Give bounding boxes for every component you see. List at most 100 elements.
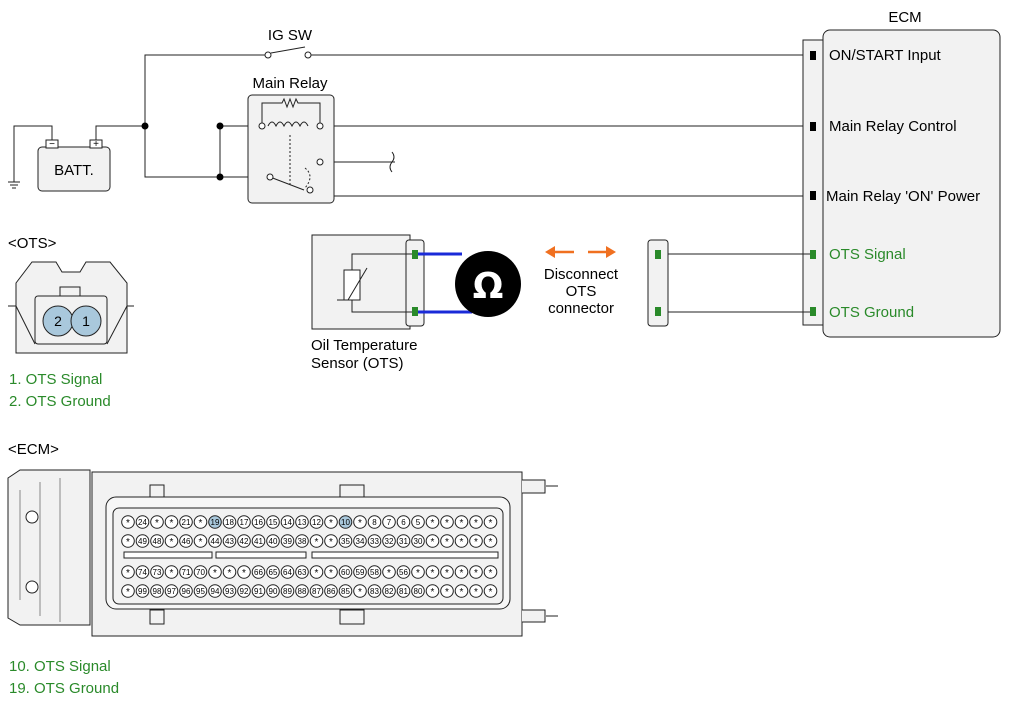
ecm-pin-unused <box>469 584 483 598</box>
disconnect-arrows-icon <box>545 246 616 258</box>
ecm-pin-label: 19 <box>211 518 220 527</box>
ecm-pin-unused <box>121 584 135 598</box>
ecm-title: ECM <box>888 9 921 26</box>
ecm-pin-label: * <box>460 568 464 579</box>
ecm-pin-14 <box>280 515 295 529</box>
ecm-pin-on-start-input: ON/START Input <box>829 47 942 64</box>
ecm-pin-89 <box>280 584 295 598</box>
ecm-pin-56 <box>396 565 411 579</box>
ecm-pin-label: 33 <box>370 537 379 546</box>
ecm-pin-unused <box>425 584 440 598</box>
ecm-pin-83 <box>367 584 382 598</box>
ecm-pin-98 <box>150 584 164 598</box>
ecm-pin-12 <box>309 515 324 529</box>
ecm-pin-label: 14 <box>283 518 292 527</box>
ecm-pin-label: * <box>199 518 203 529</box>
ecm-connector-body <box>7 469 558 637</box>
ecm-pin-86 <box>324 584 338 598</box>
ecm-pin-label: * <box>445 568 449 579</box>
ecm-pin-unused <box>150 515 164 529</box>
disconnect-label-line2: OTS <box>566 283 597 300</box>
ecm-pin-82 <box>382 584 396 598</box>
ecm-pin-label: 35 <box>341 537 350 546</box>
ecm-pin-label: * <box>126 537 130 548</box>
ecm-pin-unused <box>440 534 454 548</box>
ecm-pin-unused <box>208 565 222 579</box>
ecm-pin-label: 70 <box>196 568 205 577</box>
ecm-pin-46 <box>179 534 193 548</box>
ecm-pin-unused <box>454 534 469 548</box>
ecm-pin-unused <box>469 534 483 548</box>
ecm-pin-80 <box>411 584 425 598</box>
ecm-pin-unused <box>425 565 440 579</box>
battery: − + BATT. <box>37 139 111 192</box>
ecm-pin-85 <box>338 584 353 598</box>
ecm-pin-label: * <box>460 537 464 548</box>
wires <box>13 54 810 197</box>
ecm-pin-label: 73 <box>153 568 162 577</box>
ecm-pin-label: * <box>358 587 362 598</box>
ecm-pin-35 <box>338 534 353 548</box>
ecm-pin-label: 93 <box>225 587 234 596</box>
ecm-pin-label: 39 <box>283 537 292 546</box>
ecm-pin-16 <box>251 515 266 529</box>
ecm-pin-unused <box>454 565 469 579</box>
ecm-pin-63 <box>295 565 309 579</box>
ecm-pin-label: * <box>242 568 246 579</box>
ecm-pin-main-relay-control: Main Relay Control <box>829 118 957 135</box>
ecm-pin-label: 7 <box>387 518 392 527</box>
ecm-pin-label: 8 <box>372 518 377 527</box>
ground-icon <box>8 181 20 189</box>
ecm-pin-label: 43 <box>225 537 234 546</box>
ecm-pin-71 <box>179 565 193 579</box>
ots-ecm-wires <box>660 253 810 313</box>
ecm-pin-label: 89 <box>283 587 292 596</box>
ecm-pin-label: * <box>126 518 130 529</box>
ecm-pin-label: * <box>489 568 493 579</box>
ecm-pin-96 <box>179 584 193 598</box>
ecm-pin-label: * <box>474 537 478 548</box>
ecm-pin-label: * <box>315 537 319 548</box>
main-relay: Main Relay <box>247 75 335 204</box>
ecm-pin-label: * <box>170 518 174 529</box>
ecm-pin-label: * <box>431 568 435 579</box>
ecm-pin-88 <box>295 584 309 598</box>
ecm-pin-unused <box>121 515 135 529</box>
ecm-pin-label: * <box>489 518 493 529</box>
ecm-pin-99 <box>135 584 150 598</box>
ecm-pin-label: 82 <box>385 587 394 596</box>
ecm-connector-heading: <ECM> <box>8 441 59 458</box>
ecm-pin-label: * <box>126 587 130 598</box>
ecm-pin-8 <box>367 515 382 529</box>
ecm-pin-ots-signal: OTS Signal <box>829 246 906 263</box>
ecm-legend-signal: 10. OTS Signal <box>9 658 111 675</box>
ecm-pin-21 <box>179 515 193 529</box>
ecm-pin-unused <box>353 584 367 598</box>
ecm-pin-95 <box>193 584 208 598</box>
ecm-pin-unused <box>237 565 251 579</box>
ecm-pin-label: * <box>170 568 174 579</box>
ecm-pin-34 <box>353 534 367 548</box>
ecm-pin-label: 41 <box>254 537 263 546</box>
ecm-pin-unused <box>193 515 208 529</box>
ecm-pin-label: * <box>358 518 362 529</box>
ecm-pin-label: 24 <box>138 518 147 527</box>
ecm-pin-label: * <box>431 518 435 529</box>
ots-disconnected-connector <box>647 239 669 327</box>
ecm-pin-label: 83 <box>370 587 379 596</box>
ecm-pin-main-relay-on-power: Main Relay 'ON' Power <box>826 188 980 205</box>
ecm-pin-label: 91 <box>254 587 263 596</box>
ecm-pin-unused <box>454 515 469 529</box>
ecm-pin-41 <box>251 534 266 548</box>
ecm-box: ECM ON/START Input Main Relay Control Ma… <box>802 9 1001 338</box>
ecm-pin-6 <box>396 515 411 529</box>
ecm-pin-unused <box>411 565 425 579</box>
ecm-pin-label: 42 <box>240 537 249 546</box>
ecm-pin-unused <box>483 565 498 579</box>
ots-connector-face: 2 1 <box>8 261 134 354</box>
ecm-pin-40 <box>266 534 280 548</box>
ecm-pin-label: 5 <box>416 518 421 527</box>
ecm-pin-label: 38 <box>298 537 307 546</box>
ecm-pin-label: * <box>489 587 493 598</box>
